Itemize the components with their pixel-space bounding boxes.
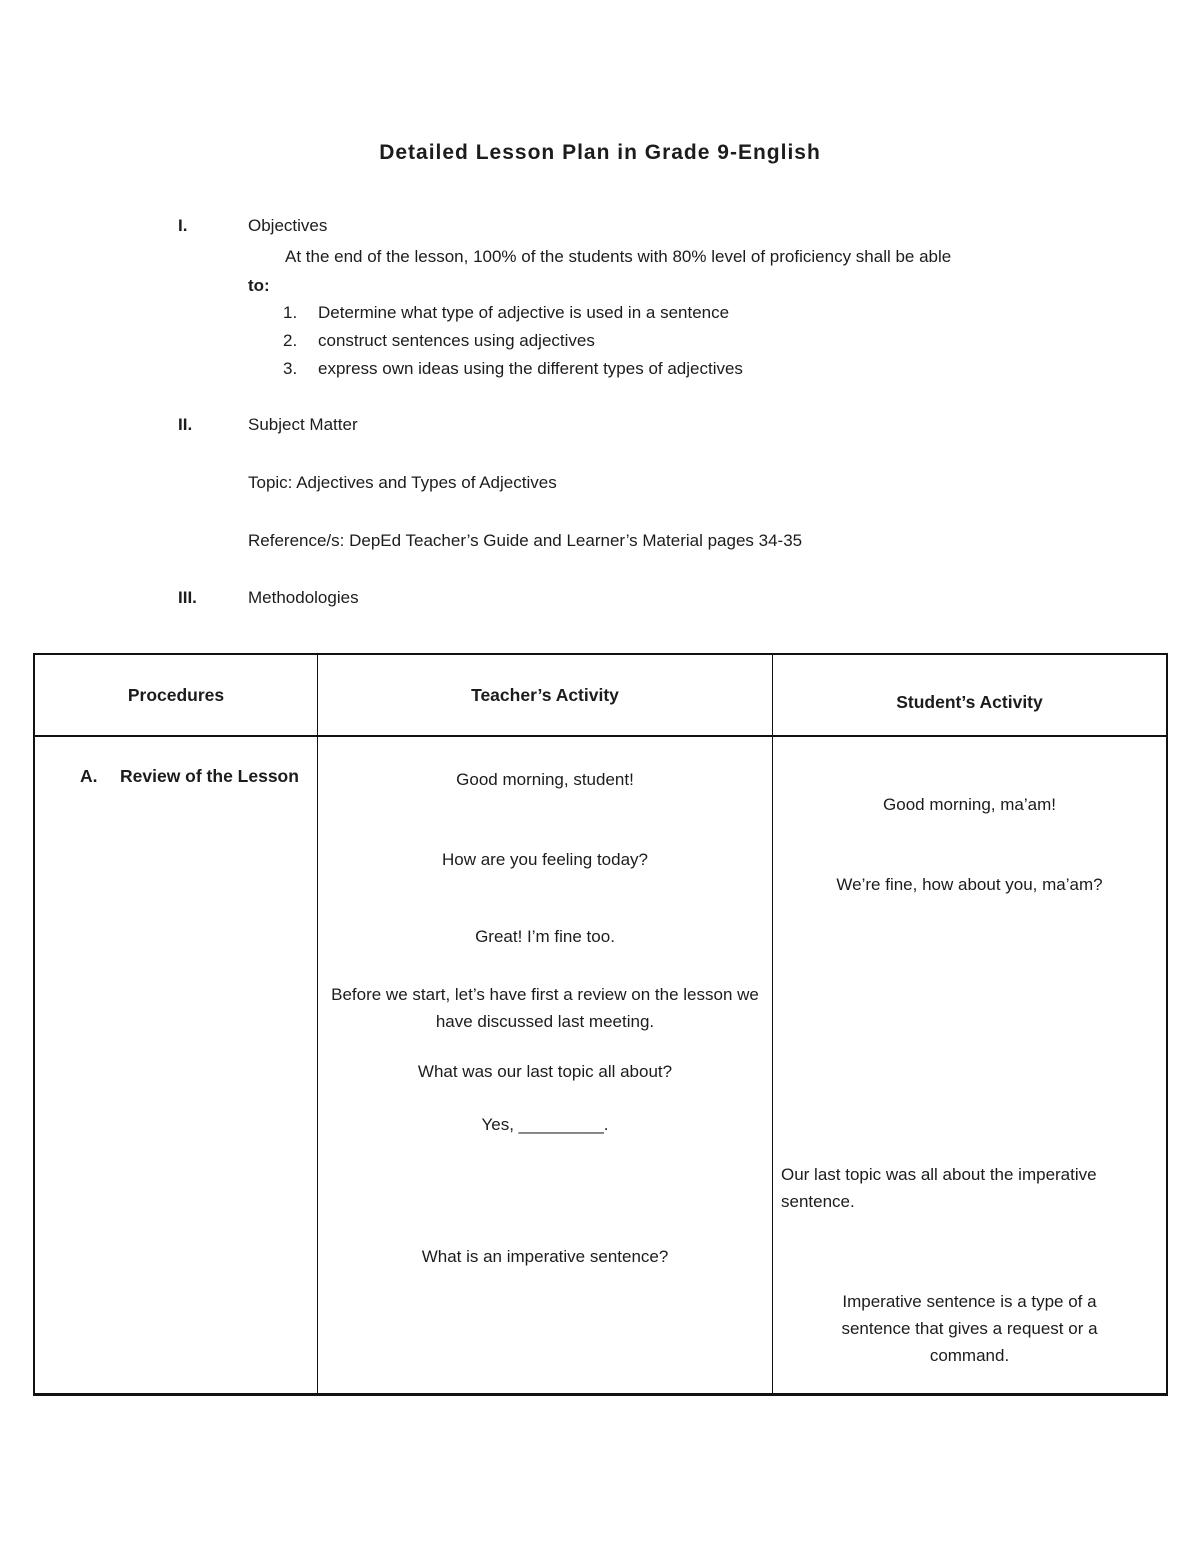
topic-line: Topic: Adjectives and Types of Adjective… <box>248 473 557 492</box>
teacher-dialogue: What was our last topic all about? <box>417 1062 673 1081</box>
objective-item: 3. express own ideas using the different… <box>283 359 743 379</box>
column-header-procedures: Procedures <box>35 655 318 737</box>
page-title: Detailed Lesson Plan in Grade 9-English <box>379 141 821 164</box>
section-iii-heading: Methodologies <box>248 588 359 607</box>
section-iii-numeral: III. <box>178 588 197 607</box>
objective-number: 2. <box>283 331 298 350</box>
section-i-numeral: I. <box>178 216 188 235</box>
teacher-dialogue: Before we start, let’s have first a revi… <box>331 985 759 1031</box>
teacher-dialogue: Good morning, student! <box>456 770 634 789</box>
objectives-intro-line-1: At the end of the lesson, 100% of the st… <box>285 247 952 266</box>
section-i-heading: Objectives <box>248 216 328 235</box>
objective-text: Determine what type of adjective is used… <box>318 303 730 322</box>
column-header-teacher-activity: Teacher’s Activity <box>318 655 773 737</box>
teacher-dialogue: How are you feeling today? <box>441 850 649 869</box>
teacher-dialogue: Great! I’m fine too. <box>475 927 615 946</box>
teacher-dialogue: What is an imperative sentence? <box>421 1247 669 1266</box>
objective-item: 2. construct sentences using adjectives <box>283 331 595 351</box>
objective-text: construct sentences using adjectives <box>318 331 595 350</box>
column-header-student-activity: Student’s Activity <box>773 655 1166 737</box>
objective-item: 1. Determine what type of adjective is u… <box>283 303 729 323</box>
reference-line: Reference/s: DepEd Teacher’s Guide and L… <box>248 531 803 550</box>
student-activity-cell: Good morning, ma’am! We’re fine, how abo… <box>773 737 1166 1393</box>
objective-text: express own ideas using the different ty… <box>318 359 743 378</box>
procedures-cell: A. Review of the Lesson <box>35 737 318 1393</box>
teacher-activity-cell: Good morning, student! How are you feeli… <box>318 737 773 1393</box>
teacher-dialogue: Yes, _________. <box>481 1115 609 1134</box>
procedure-step-label: A. <box>80 766 98 786</box>
procedure-step-title: Review of the Lesson <box>120 766 299 786</box>
objectives-intro-line-2: to: <box>248 276 270 295</box>
procedure-step: A. Review of the Lesson <box>80 763 313 790</box>
section-ii-heading: Subject Matter <box>248 415 358 434</box>
lesson-plan-table: Procedures Teacher’s Activity Student’s … <box>33 653 1168 1396</box>
section-ii-numeral: II. <box>178 415 193 434</box>
student-dialogue: We’re fine, how about you, ma’am? <box>836 875 1103 894</box>
objective-number: 3. <box>283 359 298 378</box>
student-dialogue: Imperative sentence is a type of a sente… <box>841 1292 1098 1365</box>
student-dialogue: Good morning, ma’am! <box>883 795 1056 814</box>
objective-number: 1. <box>283 303 298 322</box>
student-dialogue: Our last topic was all about the imperat… <box>781 1165 1097 1211</box>
